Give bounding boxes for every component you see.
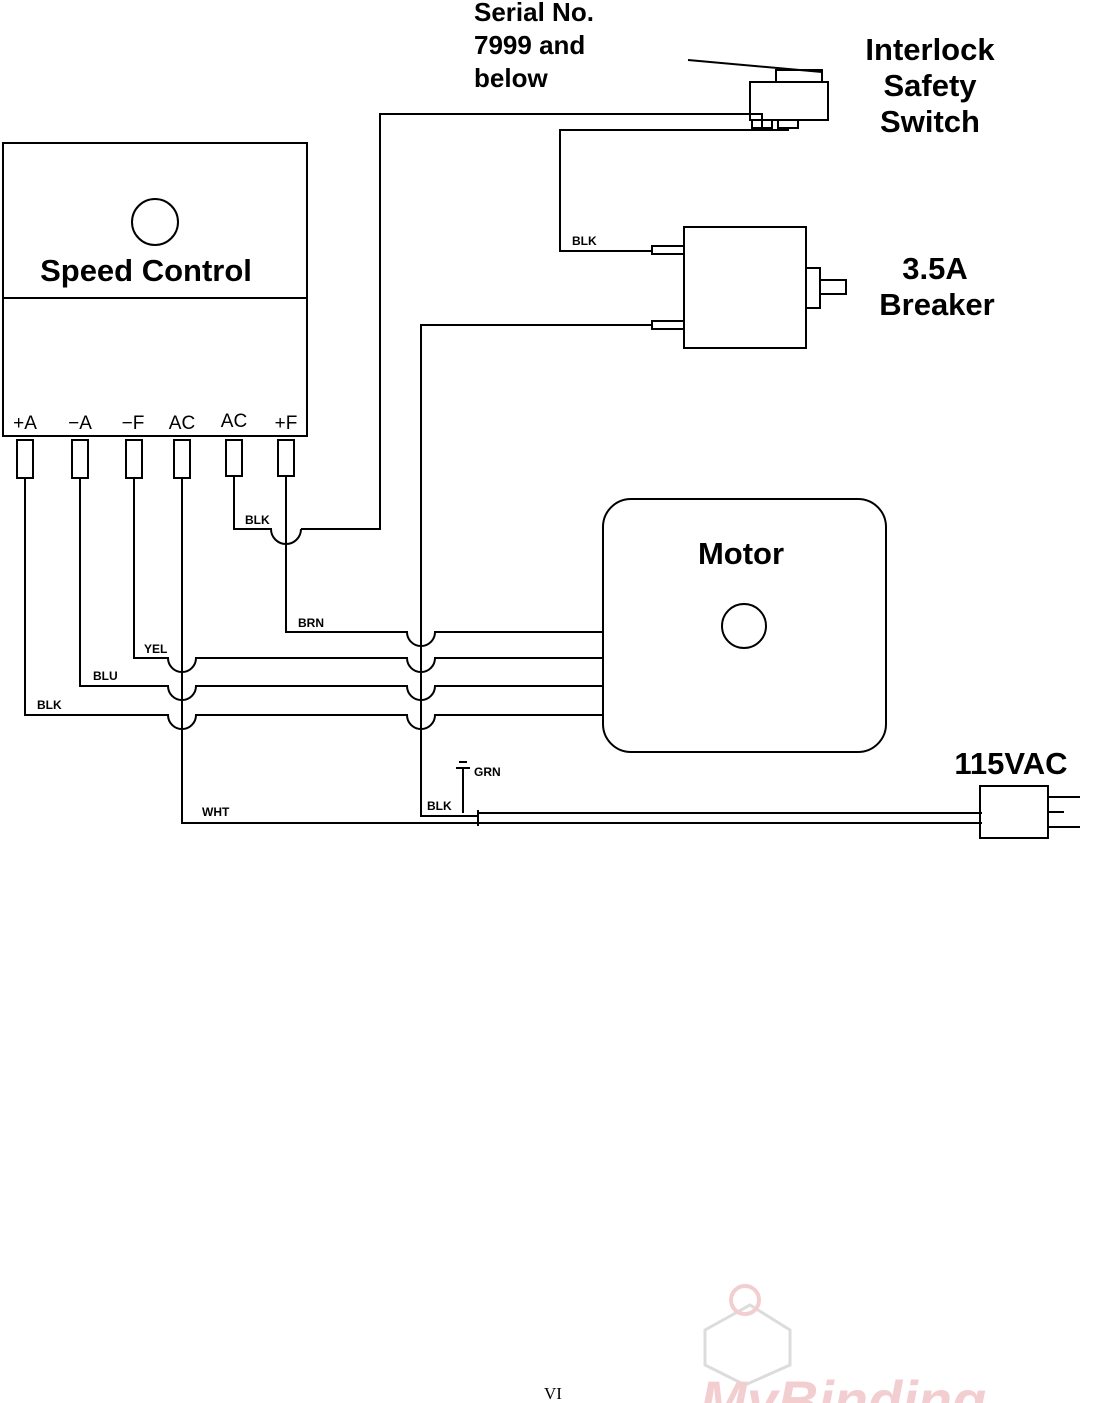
interlock-label-line1: Interlock <box>865 32 995 67</box>
wire-yel <box>133 478 603 673</box>
interlock-switch: Interlock Safety Switch <box>687 32 995 139</box>
breaker-plunger <box>819 279 847 295</box>
wiring <box>24 113 982 826</box>
breaker-lug-top <box>651 245 685 255</box>
wire-label-yel: YEL <box>144 642 167 656</box>
terminal-ac-2 <box>225 439 243 477</box>
power-label: 115VAC <box>954 746 1067 781</box>
watermark-text: MyBinding <box>700 1369 986 1403</box>
wire-switch-plus-f <box>301 113 763 530</box>
breaker: 3.5A Breaker <box>651 226 995 349</box>
speed-control-label: Speed Control <box>40 253 252 288</box>
serial-note-line2: 7999 and <box>474 30 585 60</box>
terminal-label-minus-a: −A <box>68 413 92 434</box>
wire-label-brn: BRN <box>298 616 324 630</box>
watermark-logo: MyBinding <box>700 1284 986 1403</box>
speed-control-knob <box>131 198 179 246</box>
watermark-icon <box>703 1303 792 1387</box>
motor-shaft <box>721 603 767 649</box>
wire-ac-blk <box>233 476 302 545</box>
switch-lever <box>687 59 823 73</box>
wire-blk-a <box>24 478 603 730</box>
watermark-roll-icon <box>729 1284 761 1316</box>
terminal-label-plus-a: +A <box>13 413 37 434</box>
wire-brn <box>285 476 603 647</box>
breaker-label-line2: Breaker <box>879 287 994 322</box>
page-number: VI <box>544 1384 562 1403</box>
breaker-collar <box>805 267 821 309</box>
serial-note: Serial No. 7999 and below <box>474 0 594 93</box>
breaker-label-line1: 3.5A <box>902 251 967 286</box>
terminal-ac-1 <box>173 439 191 479</box>
speed-control-unit: Speed Control +A −A −F AC AC +F <box>2 142 308 479</box>
terminal-minus-a <box>71 439 89 479</box>
switch-lug-2 <box>777 119 799 129</box>
interlock-label-line3: Switch <box>880 104 980 139</box>
wire-label-blk-switch: BLK <box>572 234 597 248</box>
wire-labels: BLK BLK BRN YEL BLU BLK WHT BLK GRN <box>37 234 597 819</box>
terminal-minus-f <box>125 439 143 479</box>
motor-label: Motor <box>698 536 784 571</box>
motor: Motor <box>602 498 887 753</box>
breaker-lug-bottom <box>651 320 685 330</box>
terminal-label-ac-1: AC <box>169 413 195 434</box>
power-plug: 115VAC <box>954 746 1080 839</box>
plug-body <box>979 785 1049 839</box>
terminal-label-ac-2: AC <box>221 411 247 432</box>
terminal-label-minus-f: −F <box>122 413 145 434</box>
breaker-body <box>683 226 807 349</box>
terminal-plus-a <box>16 439 34 479</box>
wire-label-blk-line: BLK <box>427 799 452 813</box>
wire-switch-breaker <box>559 128 789 252</box>
wire-blu <box>79 478 603 701</box>
terminal-plus-f <box>277 439 295 477</box>
wire-label-wht: WHT <box>202 805 230 819</box>
interlock-label-line2: Safety <box>883 68 977 103</box>
serial-note-line3: below <box>474 63 548 93</box>
terminal-label-plus-f: +F <box>275 413 298 434</box>
wire-label-blk-ac: BLK <box>245 513 270 527</box>
wire-wht <box>181 478 982 824</box>
wire-label-grn: GRN <box>474 765 501 779</box>
wire-label-blk-a: BLK <box>37 698 62 712</box>
speed-control-box <box>2 142 308 437</box>
wire-label-blu: BLU <box>93 669 118 683</box>
wire-blk-line <box>420 324 652 817</box>
serial-note-line1: Serial No. <box>474 0 594 27</box>
